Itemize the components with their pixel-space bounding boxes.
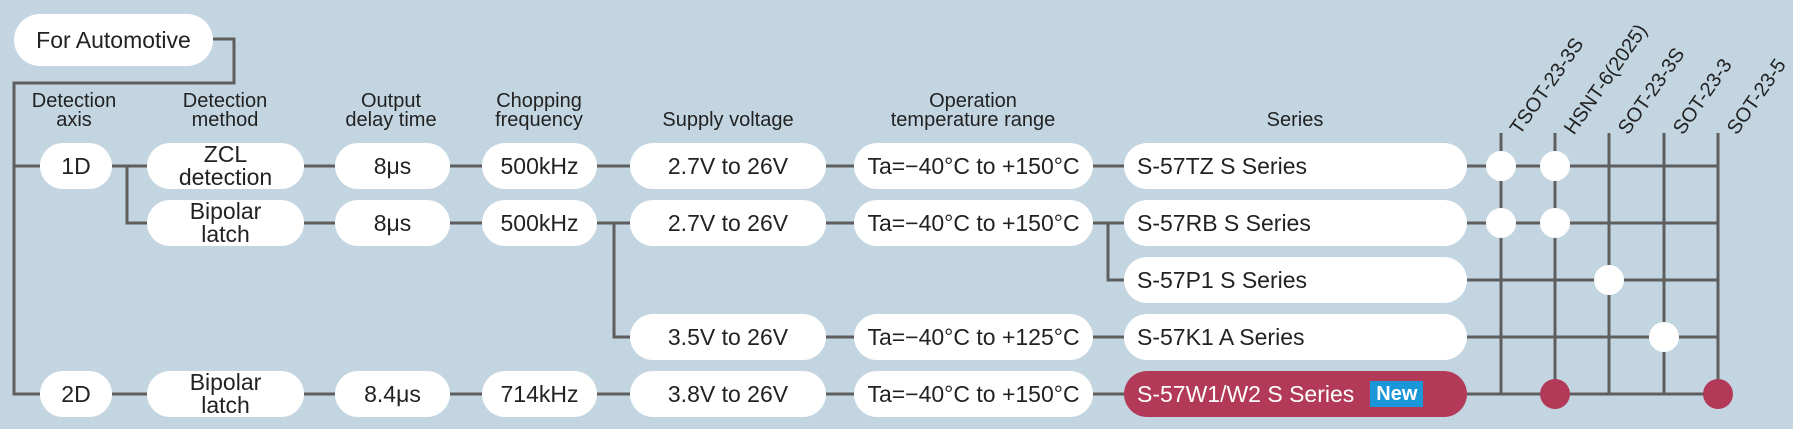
dot-tz-tsot23-3s [1486,151,1516,181]
series-s57rb[interactable]: S-57RB S Series [1124,200,1467,246]
branch-1d-bipolar [125,166,147,225]
temp-row-4: Ta=−40°C to +125°C [854,314,1093,360]
root-connector [12,37,236,396]
chopping-row-5: 714kHz [482,371,597,417]
temp-row-2: Ta=−40°C to +150°C [854,200,1093,246]
delay-row-1: 8μs [335,143,450,189]
series-s57w1w2-label: S-57W1/W2 S Series [1137,380,1355,407]
branch-series [1106,223,1124,282]
branch-supply [612,223,630,339]
dot-rb-hsnt6 [1540,208,1570,238]
chopping-row-1: 500kHz [482,143,597,189]
axis-2d: 2D [40,371,112,417]
dot-rb-tsot23-3s [1486,208,1516,238]
supply-row-2: 2.7V to 26V [630,200,826,246]
supply-row-4: 3.5V to 26V [630,314,826,360]
delay-row-5: 8.4μs [335,371,450,417]
header-series: Series [1266,109,1324,131]
supply-row-5: 3.8V to 26V [630,371,826,417]
header-supply-voltage: Supply voltage [662,109,794,131]
series-s57p1[interactable]: S-57P1 S Series [1124,257,1467,303]
series-s57w1w2[interactable]: S-57W1/W2 S Series New [1124,371,1467,417]
supply-row-1: 2.7V to 26V [630,143,826,189]
temp-row-5: Ta=−40°C to +150°C [854,371,1093,417]
new-badge: New [1370,381,1424,407]
chopping-row-2: 500kHz [482,200,597,246]
root-for-automotive: For Automotive [14,14,213,66]
dot-w1w2-sot23-5 [1703,379,1733,409]
temp-row-1: Ta=−40°C to +150°C [854,143,1093,189]
series-s57k1[interactable]: S-57K1 A Series [1124,314,1467,360]
series-s57tz[interactable]: S-57TZ S Series [1124,143,1467,189]
axis-1d: 1D [40,143,112,189]
availability-dots [1486,151,1733,409]
dot-k1-sot23-3 [1649,322,1679,352]
dot-tz-hsnt6 [1540,151,1570,181]
delay-row-2: 8μs [335,200,450,246]
dot-w1w2-hsnt6 [1540,379,1570,409]
dot-p1-sot23-3s [1594,265,1624,295]
